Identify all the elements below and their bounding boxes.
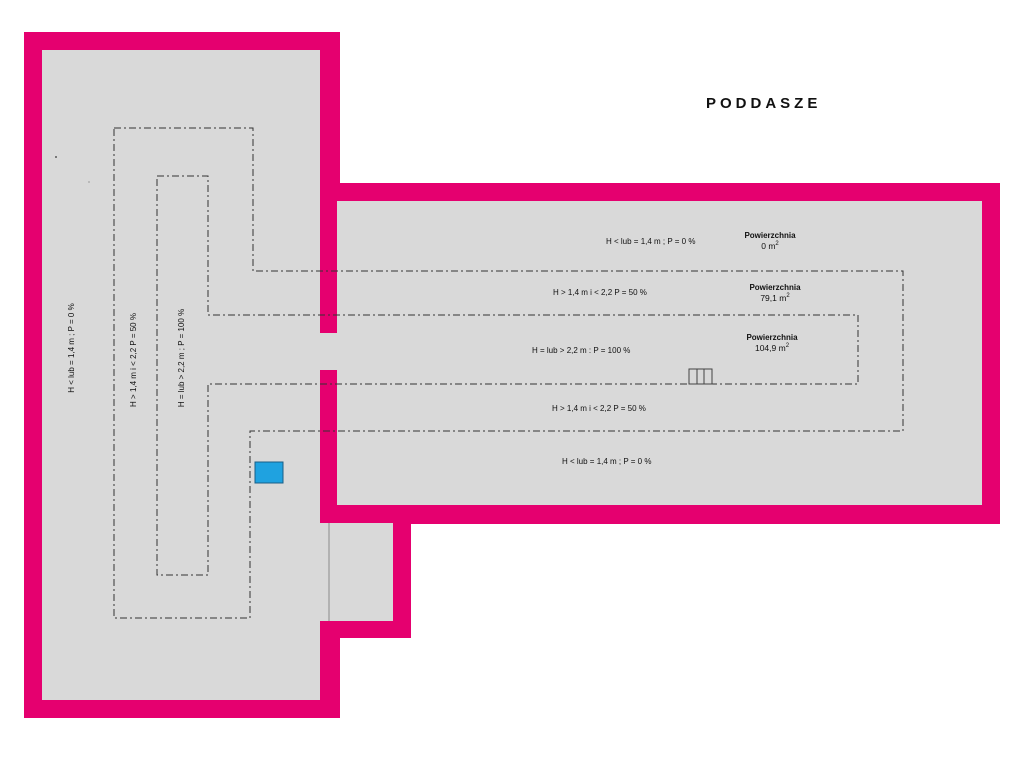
zone-label-h-0: H < lub = 1,4 m ; P = 0 %	[606, 237, 695, 246]
zone-boundaries	[113, 127, 904, 619]
partition-bottom	[320, 370, 337, 523]
zone-label-h-4: H < lub = 1,4 m ; P = 0 %	[562, 457, 651, 466]
zone-labels-horizontal: H < lub = 1,4 m ; P = 0 % H > 1,4 m i < …	[532, 237, 695, 466]
area-label-1: Powierzchnia	[749, 283, 801, 292]
zone-label-v-0: H < lub = 1,4 m ; P = 0 %	[67, 303, 76, 392]
zone-label-v-1: H > 1,4 m i < 2,2 P = 50 %	[129, 313, 138, 407]
area-label-2: Powierzchnia	[746, 333, 798, 342]
floor-right	[320, 201, 982, 505]
roof-window-icon	[254, 461, 284, 484]
floor-annex	[320, 523, 393, 621]
zone-label-v-2: H = lub > 2,2 m ; P = 100 %	[177, 309, 186, 407]
zone-boundary-outer	[113, 127, 904, 619]
partition-top	[320, 183, 337, 333]
floor	[42, 50, 982, 700]
area-label-0: Powierzchnia	[744, 231, 796, 240]
plan-title: PODDASZE	[706, 95, 822, 112]
area-value-2: 104,9 m2	[755, 343, 790, 353]
area-value-1: 79,1 m2	[760, 293, 790, 303]
zone-label-h-3: H > 1,4 m i < 2,2 P = 50 %	[552, 404, 646, 413]
zone-labels-vertical: H < lub = 1,4 m ; P = 0 % H > 1,4 m i < …	[67, 303, 186, 407]
area-annotations: Powierzchnia 0 m2 Powierzchnia 79,1 m2 P…	[744, 231, 801, 353]
partition-wall	[320, 183, 337, 621]
area-value-0: 0 m2	[761, 241, 779, 251]
zone-label-h-1: H > 1,4 m i < 2,2 P = 50 %	[553, 288, 647, 297]
floor-left	[42, 50, 320, 700]
stray-marks	[55, 156, 90, 183]
stairs-icon	[688, 368, 713, 385]
zone-label-h-2: H = lub > 2,2 m : P = 100 %	[532, 346, 630, 355]
